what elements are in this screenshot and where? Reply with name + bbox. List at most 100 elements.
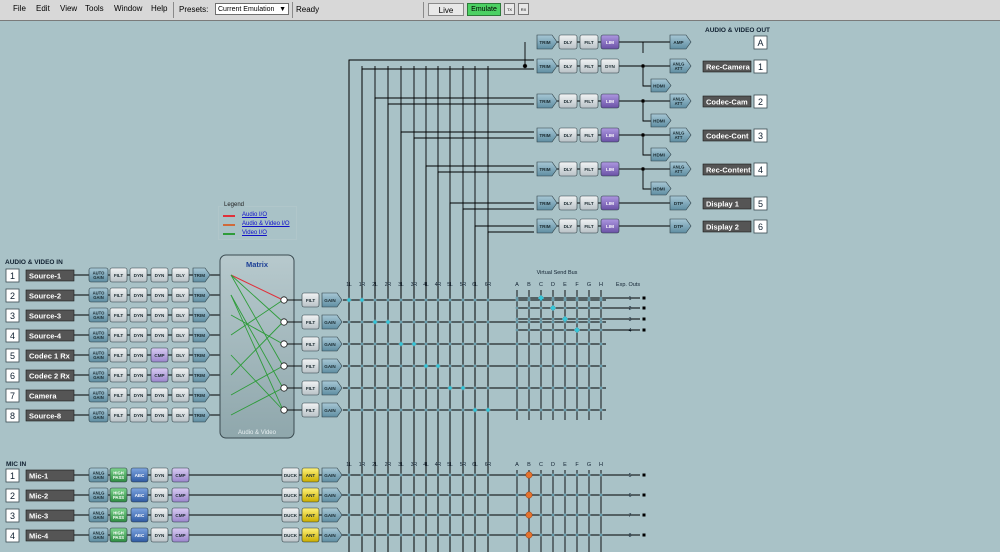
crosspoint[interactable] [386,533,390,537]
lim-block[interactable]: LIM [600,34,620,50]
crosspoint[interactable] [347,386,351,390]
mic-in-name[interactable]: Mic-4 [25,529,75,542]
crosspoint[interactable] [412,298,416,302]
crosspoint[interactable] [424,533,428,537]
cmp-block[interactable]: CMP [150,347,169,363]
crosspoint[interactable] [486,364,490,368]
lim-block[interactable]: LIM [600,93,620,109]
av-in-name[interactable]: Source-4 [25,329,75,342]
dly-block[interactable]: DLY [558,34,578,50]
crosspoint[interactable] [373,298,377,302]
crosspoint[interactable] [486,493,490,497]
crosspoint[interactable] [563,408,567,412]
crosspoint[interactable] [599,306,603,310]
crosspoint[interactable] [461,342,465,346]
crosspoint[interactable] [599,493,603,497]
crosspoint[interactable] [386,364,390,368]
crosspoint[interactable] [515,296,519,300]
dyn-block[interactable]: DYN [129,287,148,303]
crosspoint[interactable] [412,493,416,497]
filt-block[interactable]: FILT [109,407,128,423]
crosspoint[interactable] [485,407,491,413]
crosspoint[interactable] [435,363,441,369]
crosspoint[interactable] [515,342,519,346]
crosspoint[interactable] [486,386,490,390]
av-in-name[interactable]: Codec 1 Rx [25,349,75,362]
crosspoint[interactable] [448,298,452,302]
crosspoint[interactable] [461,533,465,537]
gain-block[interactable]: GAIN [321,336,343,352]
crosspoint[interactable] [461,473,465,477]
filt-block[interactable]: FILT [109,307,128,323]
crosspoint[interactable] [527,408,531,412]
crosspoint[interactable] [515,473,519,477]
crosspoint[interactable] [515,533,519,537]
crosspoint[interactable] [386,473,390,477]
filt-block[interactable]: FILT [301,292,320,308]
crosspoint[interactable] [527,296,531,300]
filt-block[interactable]: FILT [301,314,320,330]
crosspoint[interactable] [599,364,603,368]
crosspoint[interactable] [448,533,452,537]
crosspoint[interactable] [575,298,579,302]
trim-block[interactable]: TRIM [192,307,211,323]
crosspoint[interactable] [599,386,603,390]
hdmi-block[interactable]: HDMI [650,181,672,196]
crosspoint[interactable] [527,386,531,390]
crosspoint[interactable] [461,364,465,368]
gain-block[interactable]: GAIN [321,402,343,418]
lim-block[interactable]: LIM [600,127,620,143]
crosspoint[interactable] [386,386,390,390]
crosspoint[interactable] [539,364,543,368]
crosspoint[interactable] [599,533,603,537]
dyn-block[interactable]: DYN [129,407,148,423]
aec-block[interactable]: AEC [130,527,149,543]
crosspoint[interactable] [347,473,351,477]
crosspoint-active[interactable] [525,511,533,519]
dly-block[interactable]: DLY [171,367,190,383]
crosspoint[interactable] [436,493,440,497]
filt-block[interactable]: FILT [109,287,128,303]
crosspoint[interactable] [587,473,591,477]
crosspoint[interactable] [448,513,452,517]
crosspoint[interactable] [424,473,428,477]
crosspoint[interactable] [436,298,440,302]
crosspoint[interactable] [486,342,490,346]
crosspoint[interactable] [448,342,452,346]
filt-block[interactable]: FILT [579,195,599,211]
crosspoint[interactable] [599,328,603,332]
crosspoint[interactable] [539,342,543,346]
aec-block[interactable]: AEC [130,487,149,503]
dyn-block[interactable]: DYN [150,387,169,403]
dyn-block[interactable]: DYN [150,507,169,523]
lim-block[interactable]: LIM [600,218,620,234]
crosspoint[interactable] [527,320,531,324]
trim-block[interactable]: TRIM [192,387,211,403]
gain-block[interactable]: GAIN [321,527,343,543]
av-in-name[interactable]: Codec 2 Rx [25,369,75,382]
dtp-block[interactable]: DTP [669,195,692,211]
crosspoint[interactable] [447,385,453,391]
crosspoint[interactable] [551,342,555,346]
crosspoint[interactable] [360,386,364,390]
legend-label[interactable]: Audio I/O [242,212,268,218]
crosspoint[interactable] [386,342,390,346]
crosspoint[interactable] [385,319,391,325]
crosspoint[interactable] [399,298,403,302]
crosspoint[interactable] [424,386,428,390]
ant-block[interactable]: ANT [301,527,320,543]
dyn-block[interactable]: DYN [600,58,620,74]
crosspoint[interactable] [587,408,591,412]
crosspoint[interactable] [587,306,591,310]
crosspoint[interactable] [575,317,579,321]
crosspoint[interactable] [573,326,581,334]
trim-block[interactable]: TRIM [536,195,558,211]
